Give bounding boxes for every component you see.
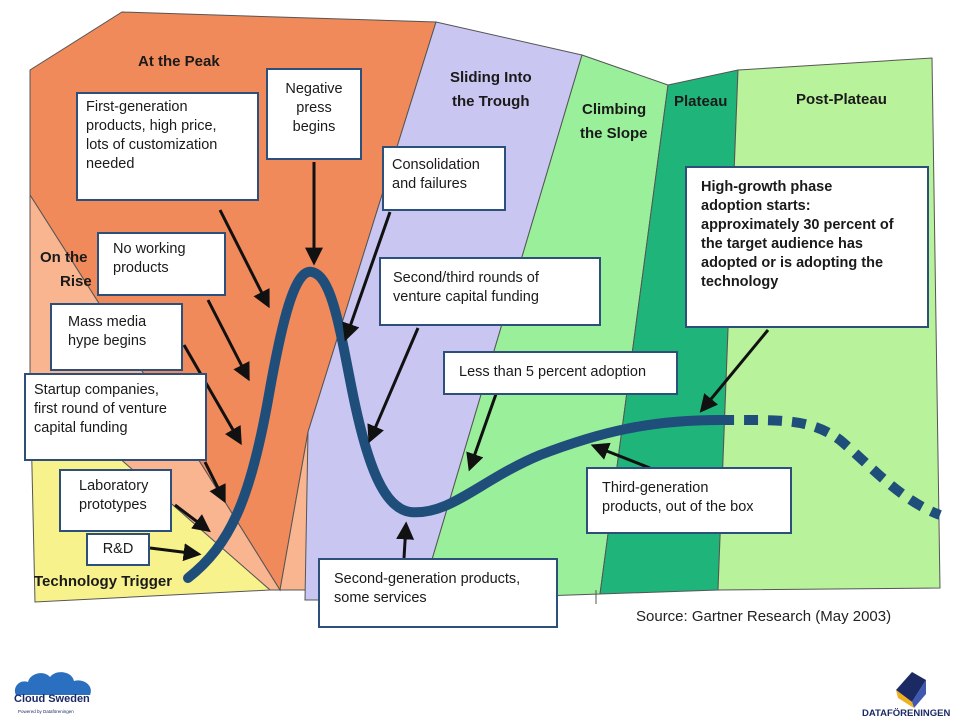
- hype-curve: [183, 266, 725, 583]
- hype-curve-projection: [719, 414, 942, 520]
- callout-rd: R&D: [86, 533, 150, 566]
- arrow-startup: [203, 461, 226, 504]
- arrow-high-growth: [699, 329, 770, 413]
- phase-label-rise-2: Rise: [60, 273, 92, 290]
- arrow-consolidation: [342, 211, 392, 342]
- phase-label-slope-1: Climbing: [582, 101, 646, 118]
- logo-right-name: DATAFÖRENINGEN: [862, 708, 951, 719]
- callout-high-growth: High-growth phase adoption starts: appro…: [685, 166, 929, 328]
- logo-left-sub: Powered by Dataföreningen: [18, 709, 74, 714]
- callout-no-working: No working products: [97, 232, 226, 296]
- callout-negative-press: Negative press begins: [266, 68, 362, 160]
- phase-label-trough-1: Sliding Into: [450, 69, 532, 86]
- arrow-second-third-rounds: [367, 327, 420, 444]
- arrow-first-gen: [218, 209, 270, 309]
- arrow-rd: [149, 543, 202, 562]
- phase-label-post-plateau: Post-Plateau: [796, 91, 887, 108]
- callout-consolidation: Consolidation and failures: [382, 146, 506, 211]
- phase-label-slope-2: the Slope: [580, 125, 648, 142]
- building-icon: [896, 672, 926, 708]
- phase-label-trigger: Technology Trigger: [34, 573, 172, 590]
- callout-mass-media: Mass media hype begins: [50, 303, 183, 371]
- callout-startup: Startup companies, first round of ventur…: [24, 373, 207, 461]
- phase-label-rise-1: On the: [40, 249, 88, 266]
- arrow-third-gen: [590, 442, 651, 470]
- arrow-lab: [174, 503, 211, 533]
- callout-first-gen: First-generation products, high price, l…: [76, 92, 259, 201]
- source-caption: Source: Gartner Research (May 2003): [636, 608, 892, 625]
- arrow-second-gen: [396, 521, 415, 559]
- callout-second-gen: Second-generation products, some service…: [318, 558, 558, 628]
- arrow-less-than-5: [466, 393, 498, 472]
- arrow-mass-media: [182, 344, 242, 446]
- phase-label-trough-2: the Trough: [452, 93, 530, 110]
- callout-second-third-rounds: Second/third rounds of venture capital f…: [379, 257, 601, 326]
- callout-less-than-5: Less than 5 percent adoption: [443, 351, 678, 395]
- cloud-icon: [14, 672, 91, 695]
- arrow-no-working: [206, 299, 250, 382]
- callout-lab: Laboratory prototypes: [59, 469, 172, 532]
- phase-label-plateau: Plateau: [674, 93, 727, 110]
- logo-left-name: Cloud Sweden: [14, 693, 90, 705]
- callout-third-gen: Third-generation products, out of the bo…: [586, 467, 792, 534]
- phase-label-peak: At the Peak: [138, 53, 220, 70]
